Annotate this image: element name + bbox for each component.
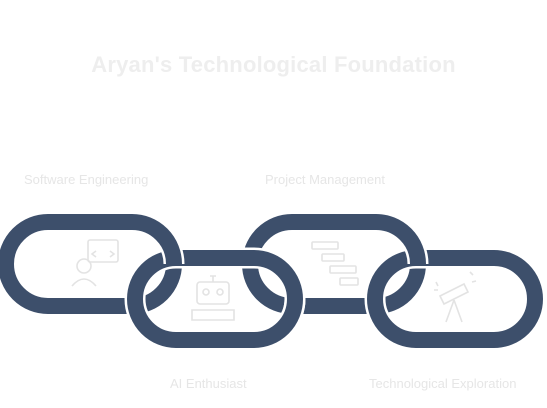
link-label-technological-exploration: Technological Exploration <box>369 376 517 391</box>
link-label-ai-enthusiast: AI Enthusiast <box>170 376 247 391</box>
gantt-chart-icon <box>311 241 359 286</box>
link-label-project-management: Project Management <box>265 172 385 187</box>
telescope-icon <box>434 271 477 323</box>
chain-link-1-front <box>131 211 185 265</box>
chain-link-4 <box>364 247 546 351</box>
chain-link-3-front <box>375 211 429 265</box>
software-engineer-icon <box>71 239 119 287</box>
chain-link-2-front <box>253 298 306 351</box>
diagram-title: Aryan's Technological Foundation <box>91 52 456 77</box>
link-label-software-engineering: Software Engineering <box>24 172 149 187</box>
robot-icon <box>191 275 235 321</box>
